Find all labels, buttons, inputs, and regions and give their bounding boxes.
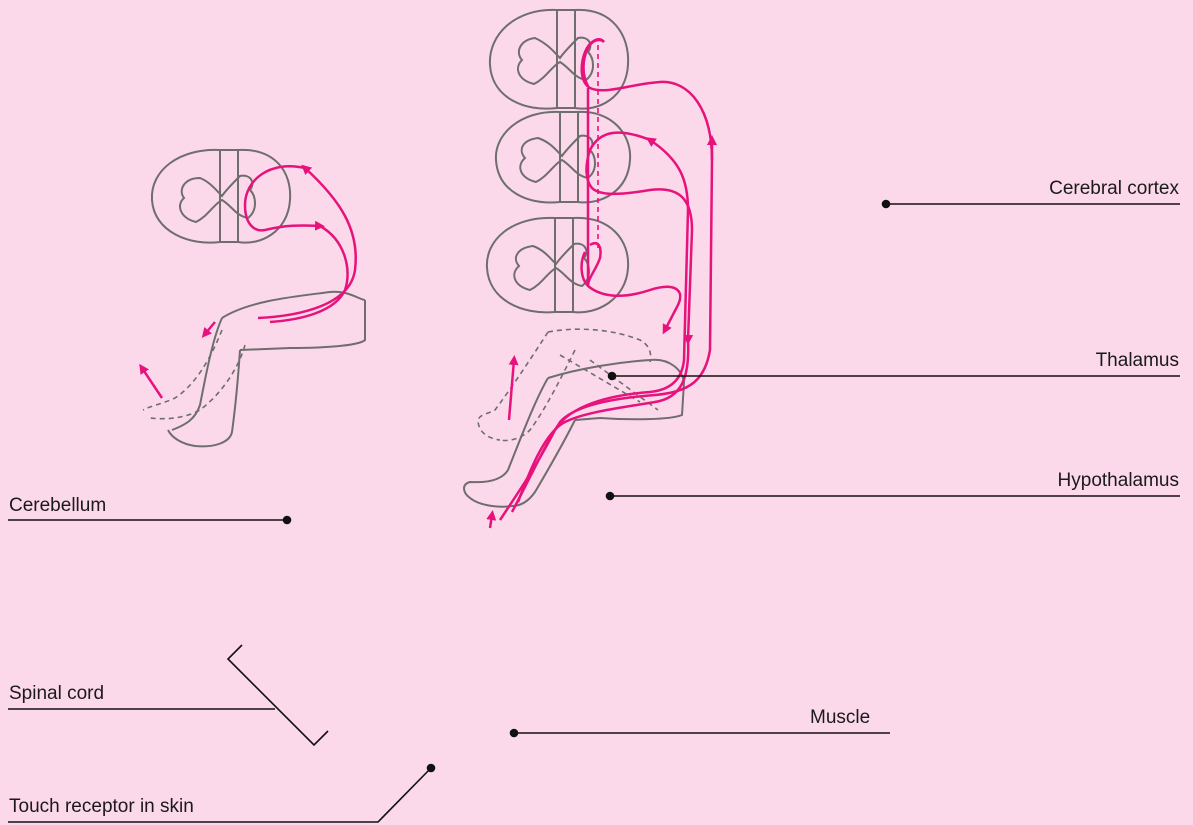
leg-raised-dashed-center — [478, 329, 658, 440]
spinal-cord-section-top — [490, 10, 628, 109]
leader-muscle — [511, 730, 891, 737]
spinal-cord-section-bottom — [487, 218, 628, 312]
label-hypothalamus: Hypothalamus — [1058, 470, 1179, 492]
label-touch-receptor: Touch receptor in skin — [9, 796, 194, 818]
leader-hypothalamus — [607, 493, 1181, 500]
label-cerebral-cortex: Cerebral cortex — [1049, 178, 1179, 200]
simple-reflex-figure — [142, 150, 365, 447]
label-thalamus: Thalamus — [1096, 350, 1179, 372]
leg-outline-left — [168, 292, 365, 447]
complex-pathway-figure — [464, 10, 712, 528]
leg-outline-center — [464, 360, 684, 507]
spinal-cord-section-middle — [496, 112, 630, 203]
leg-raised-dashed-left — [143, 330, 245, 419]
leader-cerebral-cortex — [883, 201, 1181, 208]
leader-thalamus — [609, 373, 1181, 380]
label-muscle: Muscle — [810, 707, 870, 729]
leader-cerebellum — [8, 517, 291, 524]
leader-lines — [8, 201, 1180, 823]
label-spinal-cord: Spinal cord — [9, 683, 104, 705]
ascending-descending-pathway — [490, 39, 712, 528]
label-cerebellum: Cerebellum — [9, 495, 106, 517]
reflex-pathway-left — [142, 166, 356, 398]
